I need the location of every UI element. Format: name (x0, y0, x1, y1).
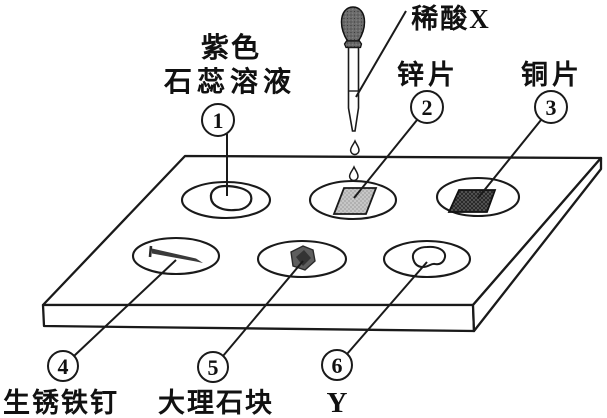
litmus-solution-drop (209, 184, 253, 212)
label-marble: 大理石块 (158, 388, 274, 418)
dropper (340, 6, 366, 182)
marble-chip (290, 245, 316, 271)
marker-5-circle (197, 351, 229, 383)
marker-2-circle (410, 90, 444, 124)
markers: 1 2 3 4 5 6 (47, 90, 568, 383)
label-sample-y: Y (327, 387, 348, 418)
marker-5: 5 (197, 351, 229, 383)
label-litmus-line2: 石蕊溶液 (163, 65, 296, 98)
zinc-piece (332, 187, 378, 215)
leader-well4 (73, 259, 177, 357)
copper-piece (447, 189, 497, 213)
marker-1-circle (201, 103, 235, 137)
marker-4-digit: 4 (58, 354, 69, 379)
marker-3-digit: 3 (546, 95, 557, 120)
plate-front-face (41, 303, 476, 333)
falling-drop-2 (348, 165, 359, 182)
marker-1: 1 (201, 103, 235, 137)
marker-6-circle (321, 349, 353, 381)
plate-right-face (471, 156, 603, 333)
nail-head (148, 245, 153, 258)
nail-shaft (152, 248, 203, 263)
dropper-collar (343, 40, 363, 49)
falling-drop-1 (349, 139, 360, 156)
leader-well5 (222, 260, 304, 357)
marker-1-digit: 1 (213, 108, 224, 133)
marker-4: 4 (47, 350, 79, 382)
marble-facet (296, 250, 311, 266)
dropper-tube (347, 46, 360, 132)
marker-6: 6 (321, 349, 353, 381)
plate-top-face (41, 154, 603, 307)
marker-3-circle (534, 90, 568, 124)
label-copper: 铜片 (521, 60, 583, 90)
leader-dilute-acid (355, 10, 407, 98)
label-rusty-nail: 生锈铁钉 (3, 388, 119, 418)
dropper-bulb (340, 6, 366, 42)
marker-2: 2 (410, 90, 444, 124)
marker-6-digit: 6 (332, 353, 343, 378)
leader-well6 (346, 261, 428, 355)
rusty-nail (148, 245, 203, 263)
marker-3: 3 (534, 90, 568, 124)
label-litmus-line1: 紫色 (201, 31, 261, 64)
label-dilute-acid: 稀酸X (411, 4, 491, 34)
marker-5-digit: 5 (208, 355, 219, 380)
marker-4-circle (47, 350, 79, 382)
sample-y-lump (411, 245, 447, 269)
label-zinc: 锌片 (397, 60, 459, 90)
leader-well3 (477, 119, 542, 199)
leader-well2 (353, 119, 418, 199)
marker-2-digit: 2 (422, 95, 433, 120)
text-labels: 紫色 石蕊溶液 稀酸X 锌片 铜片 生锈铁钉 大理石块 Y (3, 4, 583, 418)
